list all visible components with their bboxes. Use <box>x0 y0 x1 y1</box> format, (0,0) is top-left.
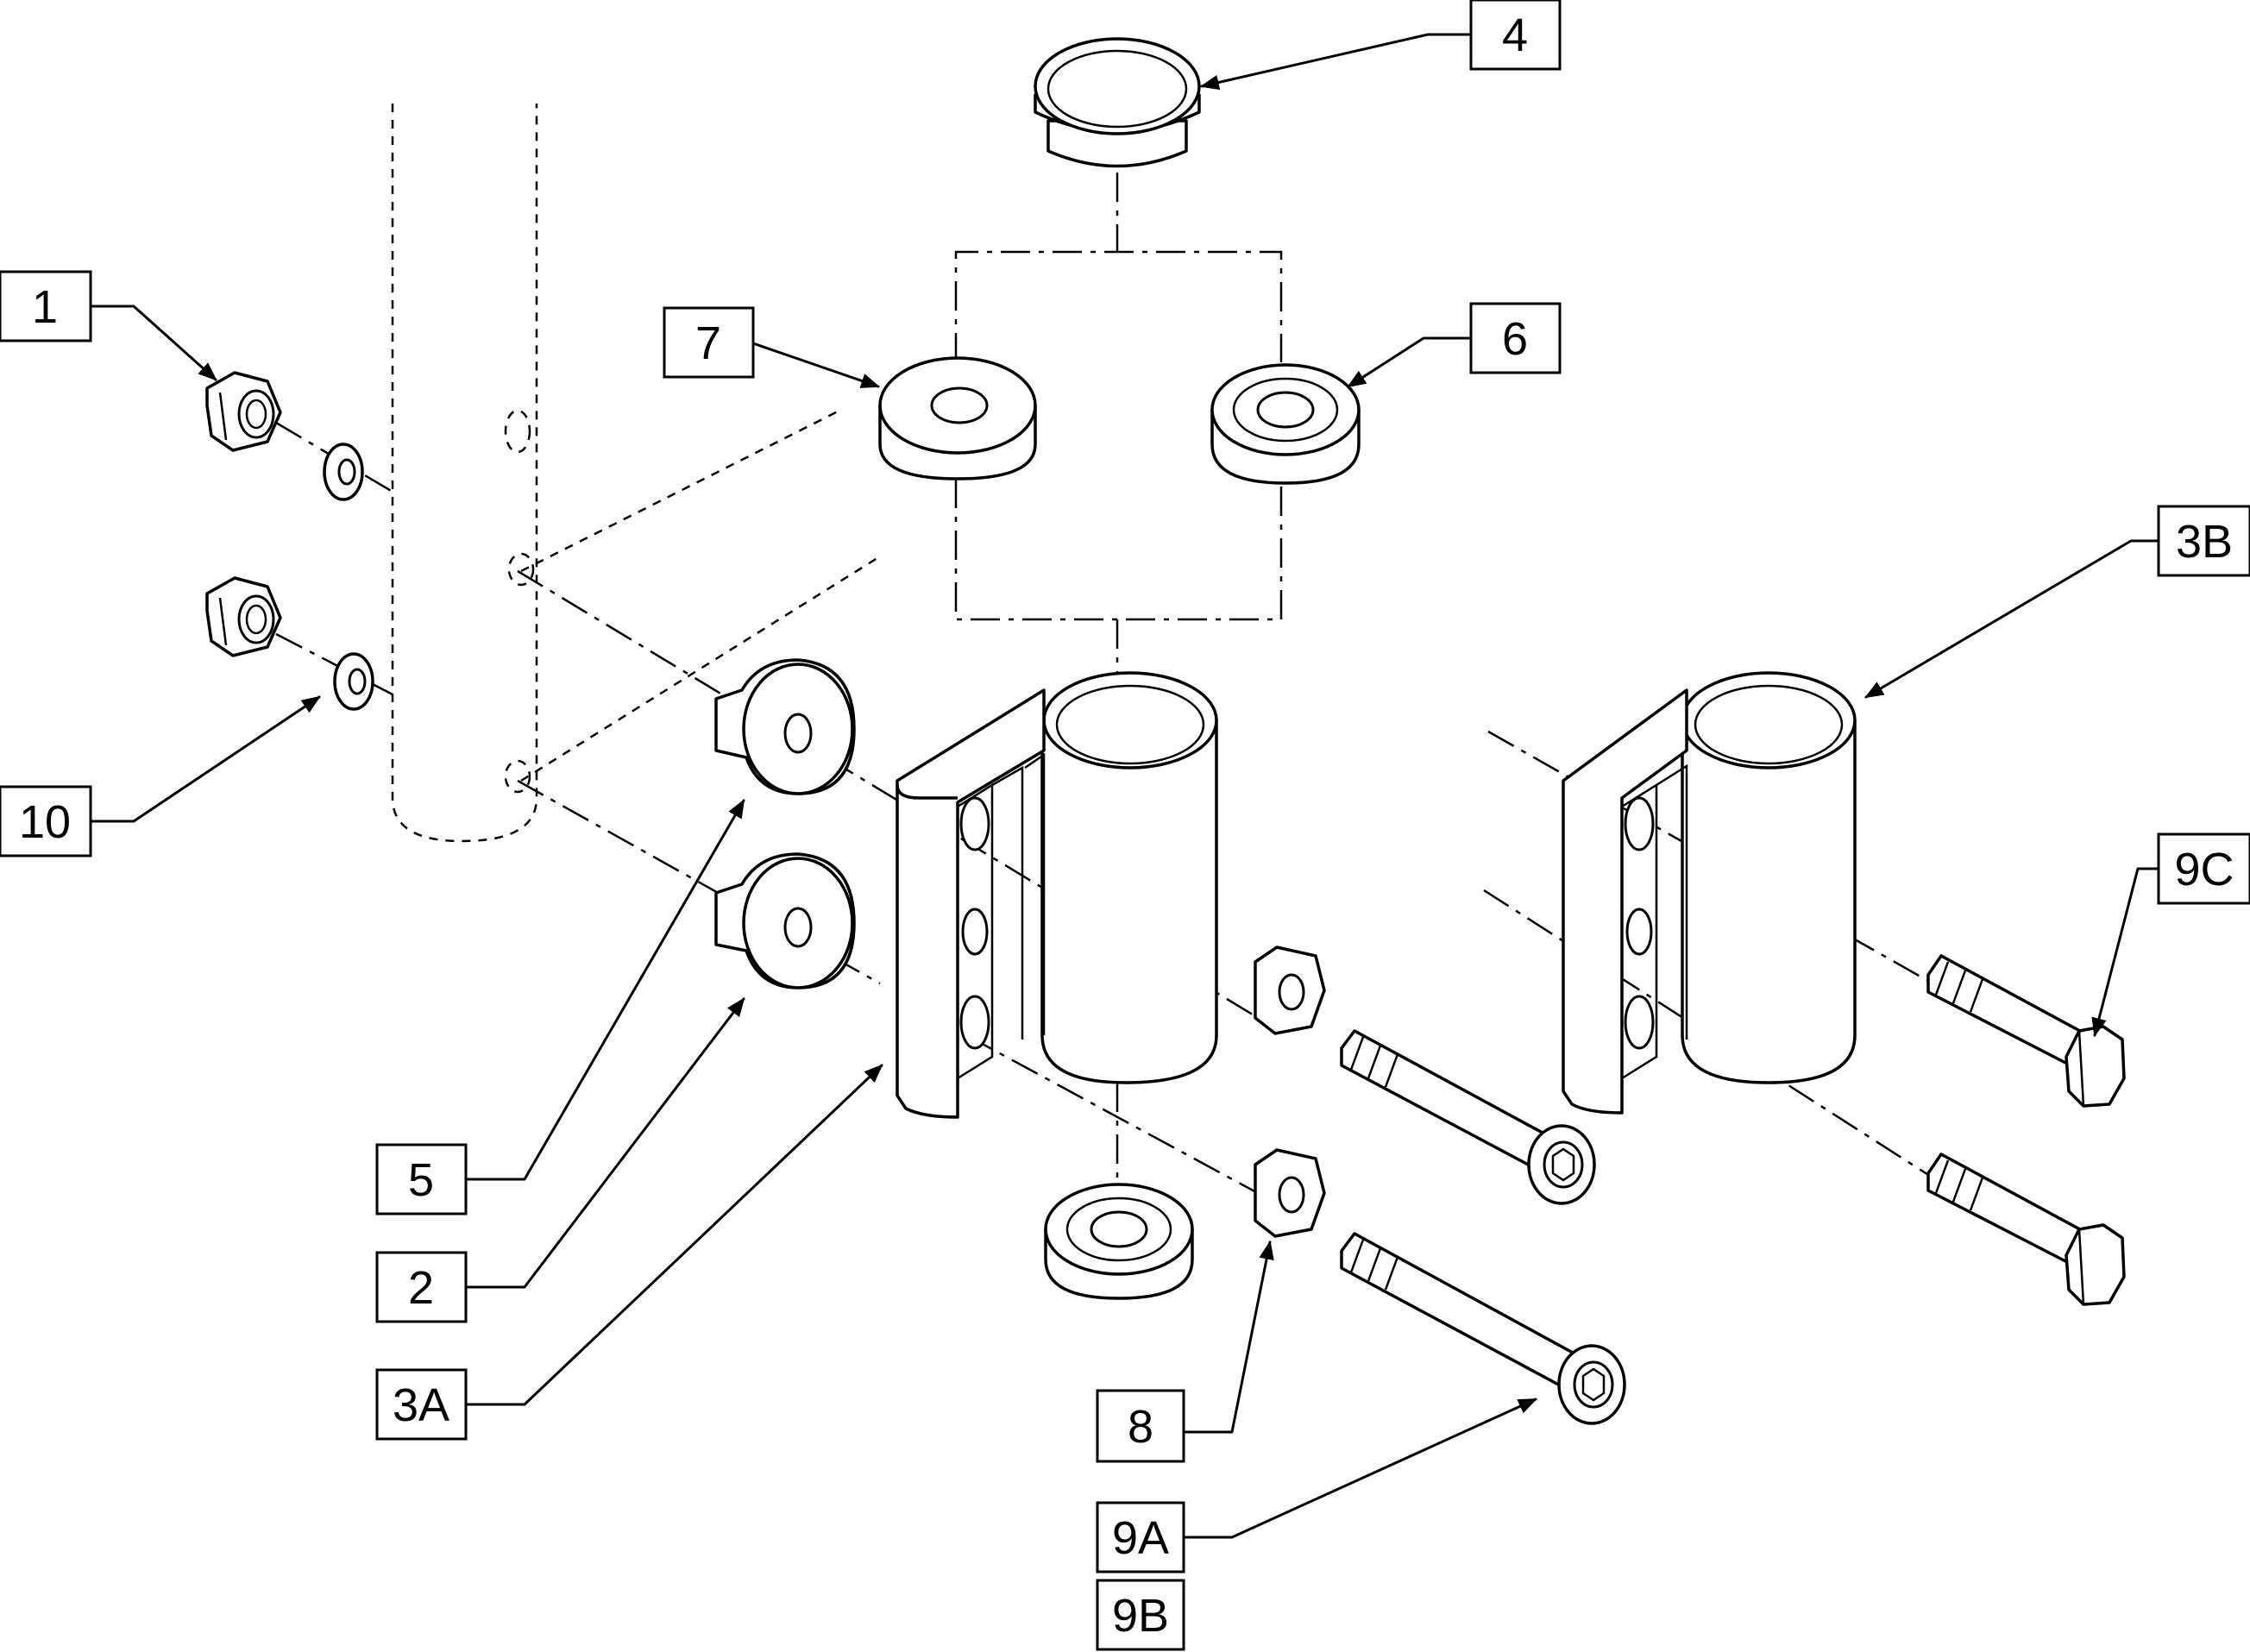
locknut-upper <box>205 371 282 452</box>
callout-6: 6 <box>1469 302 1562 374</box>
callout-2: 2 <box>375 1251 468 1323</box>
callout-label: 9C <box>2174 844 2234 895</box>
locknut-lower <box>205 576 282 657</box>
square-nut-lower <box>1254 1148 1326 1238</box>
callout-label: 6 <box>1502 313 1528 365</box>
callout-5: 5 <box>375 1143 468 1215</box>
socket-bolt-lower <box>1340 1232 1626 1425</box>
callout-label: 3B <box>2176 516 2233 568</box>
callout-10: 10 <box>0 785 92 857</box>
socket-bolt-upper <box>1340 1029 1596 1205</box>
callout-9c: 9C <box>2157 832 2250 905</box>
hex-bolt-lower <box>1926 1153 2126 1306</box>
frame-tube-outline <box>391 104 538 843</box>
callout-label: 3A <box>393 1379 449 1431</box>
washer-lower <box>333 652 374 711</box>
cap-plug <box>1034 37 1201 168</box>
callout-label: 5 <box>408 1154 434 1206</box>
callout-label: 10 <box>19 796 71 848</box>
callout-9b: 9B <box>1096 1579 1185 1651</box>
hex-bolt-upper <box>1926 954 2126 1108</box>
bracket-clamp-left <box>896 671 1218 1119</box>
bearing-upper <box>1210 363 1361 485</box>
callout-4: 4 <box>1469 0 1562 71</box>
callout-label: 9B <box>1112 1590 1169 1642</box>
callout-8: 8 <box>1096 1389 1185 1463</box>
callout-3b: 3B <box>2157 505 2250 577</box>
square-nut-upper <box>1254 945 1326 1035</box>
spacer-ring <box>878 356 1037 481</box>
callout-9a: 9A <box>1096 1501 1185 1573</box>
callout-label: 4 <box>1502 9 1528 61</box>
callout-label: 9A <box>1112 1512 1169 1564</box>
callout-1: 1 <box>0 270 92 342</box>
callout-7: 7 <box>663 306 755 379</box>
callout-label: 8 <box>1128 1401 1153 1453</box>
flange-spacer-upper <box>714 658 856 795</box>
callout-3a: 3A <box>375 1368 468 1441</box>
bracket-clamp-right <box>1562 671 1857 1115</box>
washer-upper <box>323 443 364 501</box>
callout-label: 2 <box>408 1262 434 1314</box>
callout-label: 1 <box>32 281 58 333</box>
bearing-lower <box>1044 1183 1194 1300</box>
callout-label: 7 <box>695 317 721 369</box>
flange-spacer-lower <box>714 852 856 989</box>
